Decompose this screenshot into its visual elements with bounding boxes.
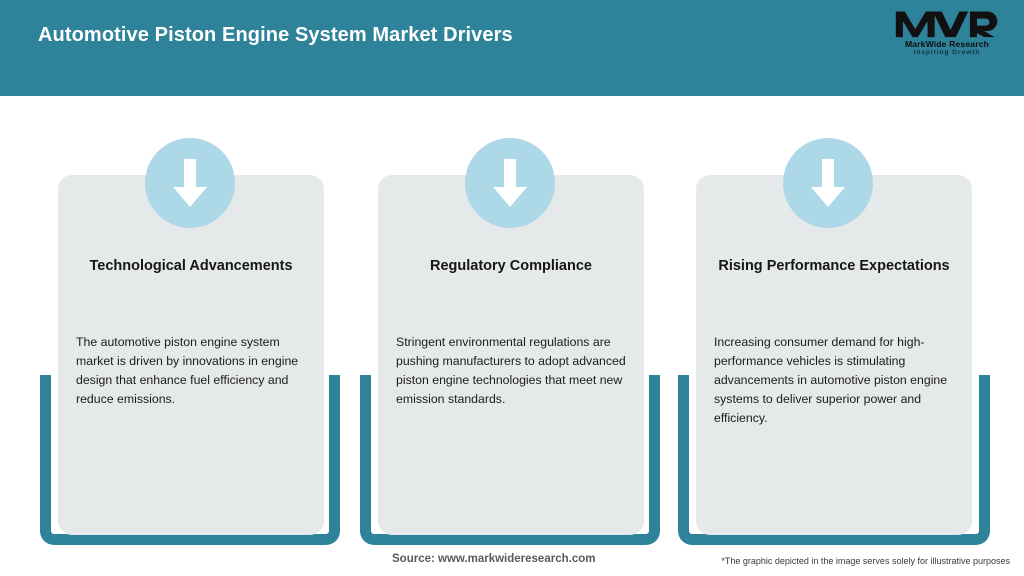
card-panel: Rising Performance Expectations Increasi… bbox=[696, 175, 972, 535]
card-frame bbox=[678, 375, 990, 545]
brand-logo: MarkWide Research Inspiring Growth bbox=[892, 8, 1002, 56]
card-body-text: Increasing consumer demand for high-perf… bbox=[714, 335, 948, 425]
logo-company-name: MarkWide Research bbox=[904, 39, 990, 49]
card-body-text: The automotive piston engine system mark… bbox=[76, 335, 299, 406]
card-title: Regulatory Compliance bbox=[430, 258, 592, 274]
logo-tagline: Inspiring Growth bbox=[913, 48, 981, 56]
card-title: Rising Performance Expectations bbox=[718, 258, 950, 274]
card-body-text: Stringent environmental regulations are … bbox=[396, 335, 626, 406]
footer-disclaimer: *The graphic depicted in the image serve… bbox=[721, 556, 1010, 566]
card-panel: Regulatory Compliance Stringent environm… bbox=[378, 175, 644, 535]
driver-card[interactable]: Regulatory Compliance Stringent environm… bbox=[360, 96, 660, 545]
driver-card[interactable]: Technological Advancements The automotiv… bbox=[40, 96, 340, 545]
arrow-down-icon bbox=[783, 138, 873, 228]
page-title: Automotive Piston Engine System Market D… bbox=[38, 24, 513, 46]
page-header: Automotive Piston Engine System Market D… bbox=[0, 0, 1024, 96]
card-frame bbox=[40, 375, 340, 545]
card-panel: Technological Advancements The automotiv… bbox=[58, 175, 324, 535]
driver-cards-container: Technological Advancements The automotiv… bbox=[0, 96, 1024, 545]
arrow-down-icon bbox=[145, 138, 235, 228]
card-frame bbox=[360, 375, 660, 545]
arrow-down-icon bbox=[465, 138, 555, 228]
card-title: Technological Advancements bbox=[89, 258, 293, 274]
footer-source: Source: www.markwideresearch.com bbox=[392, 553, 596, 565]
driver-card[interactable]: Rising Performance Expectations Increasi… bbox=[678, 96, 990, 545]
logo-mwr-mark-icon bbox=[892, 8, 1002, 38]
